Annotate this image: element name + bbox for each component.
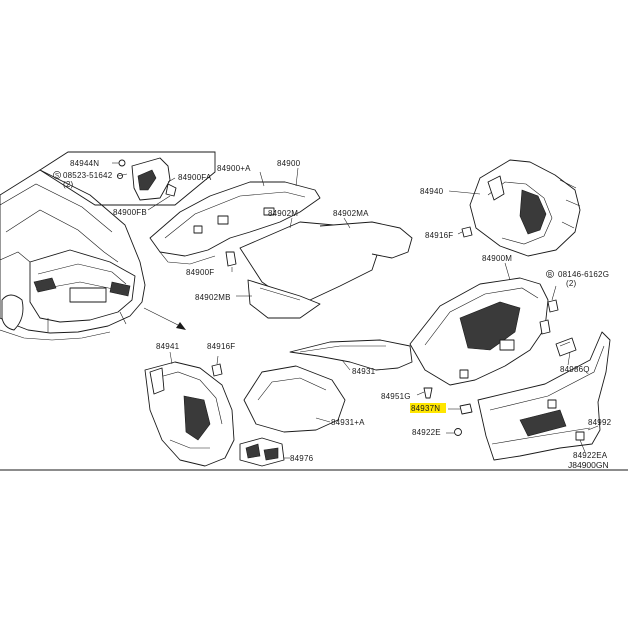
- label-84992: 84992: [588, 418, 612, 427]
- label-84976: 84976: [290, 454, 314, 463]
- label-84931: 84931: [352, 367, 376, 376]
- label-84937N: 84937N: [411, 404, 440, 413]
- label-84940: 84940: [420, 187, 444, 196]
- part-84992-rear-finisher: [477, 331, 611, 461]
- label-84944N: 84944N: [70, 159, 99, 168]
- part-84940-side-trim: [469, 159, 581, 257]
- part-84931-mat: [289, 339, 413, 371]
- label-08523-51642: 08523-51642: [63, 171, 113, 180]
- label-84922E: 84922E: [412, 428, 441, 437]
- highlight-marker: [410, 403, 446, 413]
- label-84931A: 84931+A: [331, 418, 365, 427]
- label-84902MB: 84902MB: [195, 293, 231, 302]
- part-84931A-mat: [243, 365, 346, 433]
- label-84900FA: 84900FA: [178, 173, 212, 182]
- label-84900F: 84900F: [186, 268, 214, 277]
- svg-text:B: B: [548, 273, 552, 279]
- diagram-code: J84900GN: [568, 460, 609, 470]
- part-84976-box: [239, 437, 285, 467]
- label-08146-qty: (2): [566, 279, 577, 288]
- label-84902MA: 84902MA: [333, 209, 369, 218]
- label-84986Q: 84986Q: [560, 365, 590, 374]
- label-08146-6162G: 08146-6162G: [558, 270, 609, 279]
- label-84900: 84900: [277, 159, 301, 168]
- part-84902M-mat: [239, 221, 413, 319]
- label-84951G: 84951G: [381, 392, 411, 401]
- direction-arrow: [143, 307, 186, 330]
- label-08523-qty: (2): [63, 180, 74, 189]
- part-84941-side-trim: [144, 361, 235, 467]
- vehicle-illustration: [0, 169, 146, 341]
- inset-detail-box: S: [39, 151, 216, 211]
- label-84916F-lower: 84916F: [207, 342, 235, 351]
- label-84941: 84941: [156, 342, 180, 351]
- svg-text:S: S: [55, 174, 59, 180]
- label-84900FB: 84900FB: [113, 208, 147, 217]
- label-84900A: 84900+A: [217, 164, 251, 173]
- part-84900-floor-trim: [149, 181, 321, 272]
- part-84900M-lid-finisher: [409, 277, 551, 386]
- label-84900M: 84900M: [482, 254, 512, 263]
- label-84922EA: 84922EA: [573, 451, 608, 460]
- label-84902M: 84902M: [268, 209, 298, 218]
- label-84916F-upper: 84916F: [425, 231, 453, 240]
